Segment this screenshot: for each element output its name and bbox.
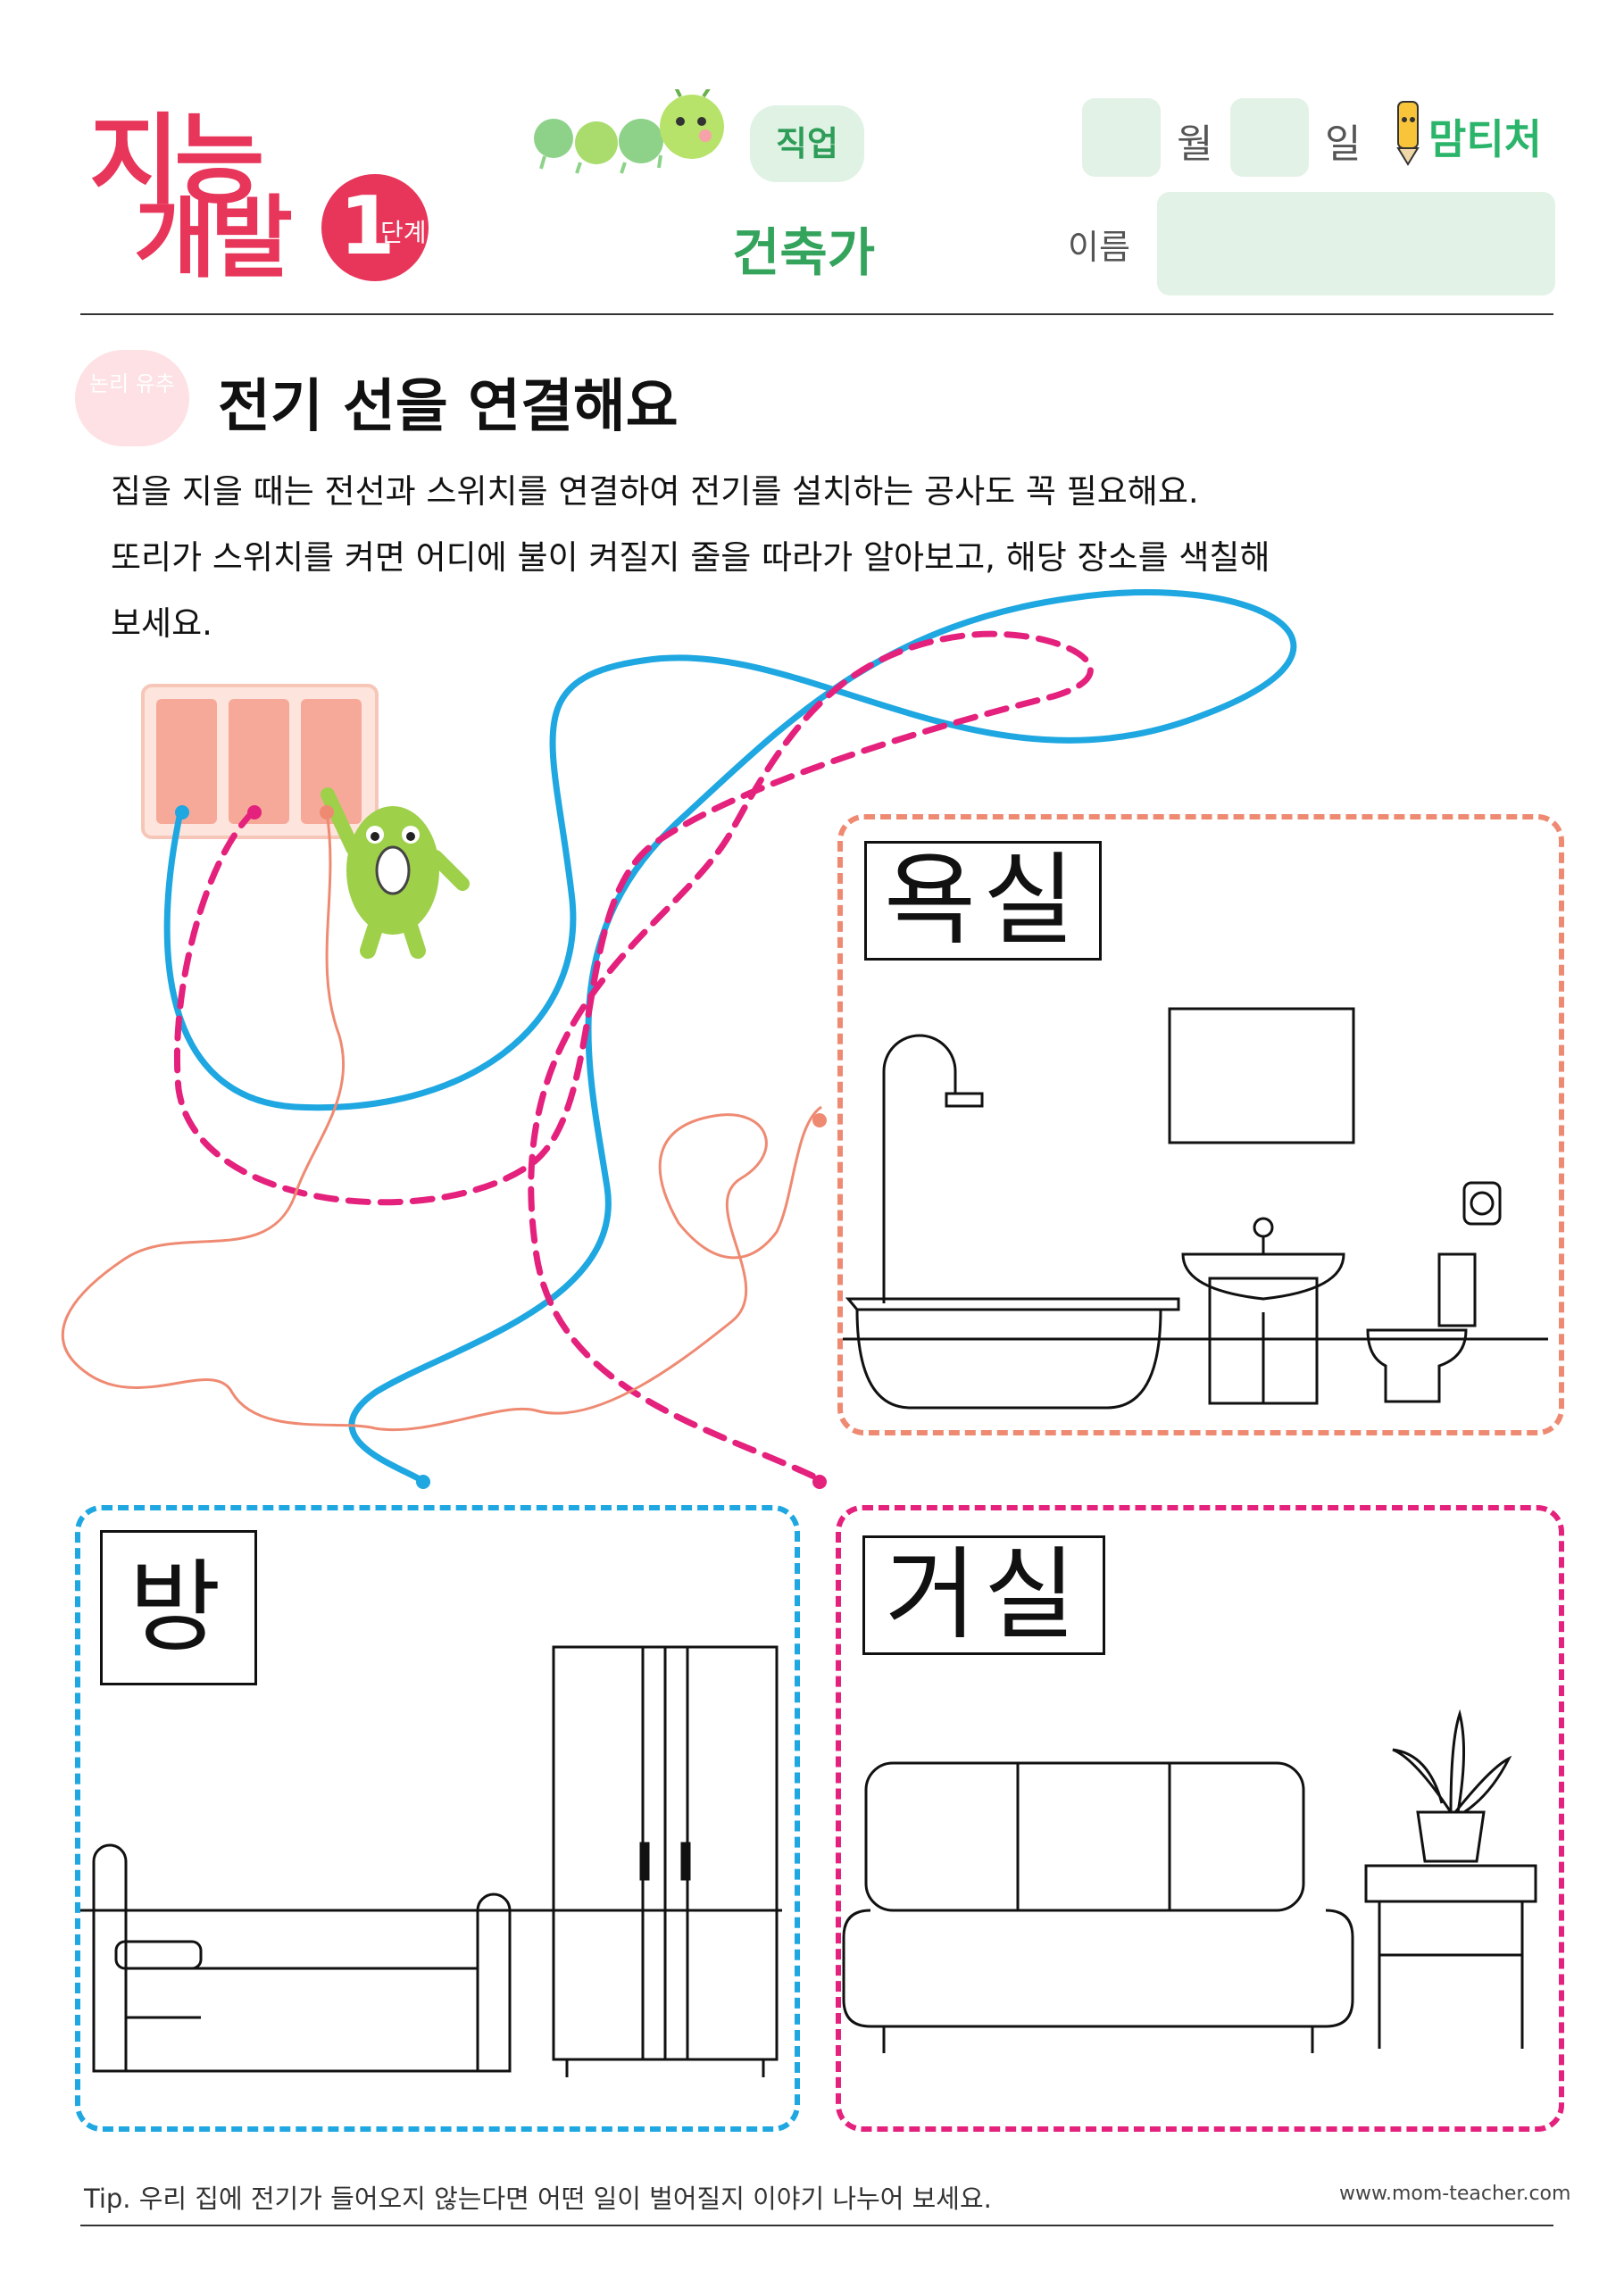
brand-logo: 맘티처 bbox=[1428, 115, 1542, 163]
level-unit: 단계 bbox=[380, 218, 427, 247]
month-field[interactable] bbox=[1082, 98, 1161, 177]
level-number: 1 bbox=[339, 179, 396, 273]
pencil-mascot-icon bbox=[1396, 101, 1420, 166]
blue-wire-start-dot bbox=[175, 805, 189, 819]
blue-wire-end-dot bbox=[416, 1475, 430, 1489]
bedroom-frame[interactable] bbox=[75, 1505, 800, 2132]
activity-title: 전기 선을 연결해요 bbox=[218, 374, 679, 440]
pink-wire bbox=[173, 630, 1094, 1483]
website-url[interactable]: www.mom-teacher.com bbox=[1339, 2183, 1571, 2205]
month-label: 월 bbox=[1177, 121, 1213, 167]
blue-wire bbox=[163, 589, 1297, 1483]
bathroom-label: 욕실 bbox=[864, 841, 1102, 961]
light-switch bbox=[141, 684, 379, 839]
living-room-label: 거실 bbox=[862, 1535, 1105, 1655]
orange-wire bbox=[61, 811, 822, 1432]
caterpillar-icon bbox=[534, 89, 724, 174]
level-badge: 1 단계 bbox=[321, 174, 429, 281]
orange-wire-end-dot bbox=[812, 1113, 827, 1127]
instruction-line-3: 보세요. bbox=[111, 604, 212, 643]
day-field[interactable] bbox=[1230, 98, 1309, 177]
bathroom-furniture bbox=[843, 1007, 1548, 1410]
name-field[interactable] bbox=[1157, 192, 1555, 295]
living-room-frame[interactable] bbox=[836, 1505, 1564, 2132]
job-title: 건축가 bbox=[732, 222, 876, 283]
instruction-line-1: 집을 지을 때는 전선과 스위치를 연결하여 전기를 설치하는 공사도 꼭 필요… bbox=[111, 472, 1199, 511]
footer-divider bbox=[80, 2225, 1553, 2226]
living-room-furniture bbox=[842, 1709, 1537, 2053]
subject-tag: 직업 bbox=[750, 105, 864, 182]
bedroom-furniture bbox=[80, 1645, 782, 2077]
name-label: 이름 bbox=[1068, 228, 1130, 267]
logo-text-top: 지능 bbox=[89, 104, 264, 218]
logo-text-bottom: 개발 bbox=[134, 186, 293, 290]
tip-text: Tip. 우리 집에 전기가 들어오지 않는다면 어떤 일이 벌어질지 이야기 … bbox=[84, 2184, 992, 2214]
pink-wire-start-dot bbox=[247, 805, 262, 819]
day-label: 일 bbox=[1325, 121, 1362, 167]
instruction-line-2: 또리가 스위치를 켜면 어디에 불이 켜질지 줄을 따라가 알아보고, 해당 장… bbox=[111, 538, 1270, 577]
monster-mascot-icon bbox=[321, 787, 470, 959]
category-badge: 논리 유추 bbox=[75, 350, 189, 446]
orange-wire-start-dot bbox=[320, 805, 334, 819]
bathroom-frame[interactable] bbox=[837, 814, 1564, 1435]
header-divider bbox=[80, 313, 1553, 315]
bedroom-label: 방 bbox=[100, 1530, 257, 1685]
pink-wire-end-dot bbox=[812, 1475, 827, 1489]
